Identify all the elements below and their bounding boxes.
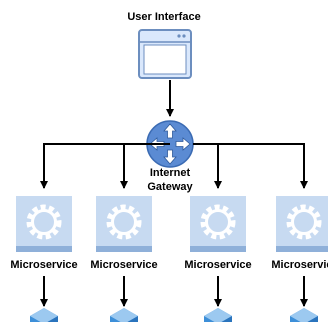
microservice-label-4: Microservice xyxy=(271,259,328,271)
gateway-label-line2: Gateway xyxy=(147,181,193,193)
gateway-label-line1: Internet xyxy=(150,167,191,179)
microservice-node-1: Microservice xyxy=(10,196,78,322)
microservice-node-2: Microservice xyxy=(90,196,158,322)
storage-icon xyxy=(110,308,138,322)
microservice-label-3: Microservice xyxy=(184,259,251,271)
microservice-node-3: Microservice xyxy=(184,196,252,322)
storage-icon xyxy=(290,308,318,322)
gateway-to-services-connectors xyxy=(40,143,308,189)
microservice-label-2: Microservice xyxy=(90,259,157,271)
storage-icon xyxy=(204,308,232,322)
gear-icon xyxy=(190,196,246,252)
ui-node-label: User Interface xyxy=(127,11,200,23)
microservice-node-4: Microservice xyxy=(271,196,328,322)
storage-icon xyxy=(30,308,58,322)
gear-icon xyxy=(16,196,72,252)
window-icon xyxy=(138,29,192,79)
gear-icon xyxy=(276,196,328,252)
gear-icon xyxy=(96,196,152,252)
microservice-label-1: Microservice xyxy=(10,259,77,271)
